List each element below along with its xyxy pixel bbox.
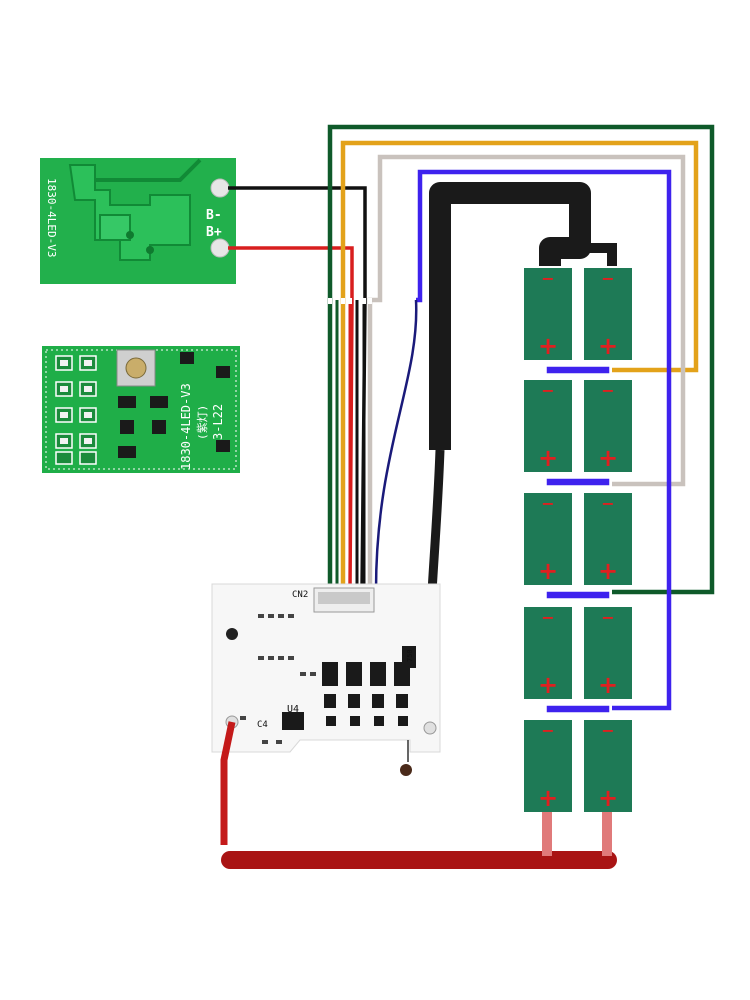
cell-plus-sign: +	[538, 332, 558, 360]
connector-label: CN2	[292, 590, 308, 600]
series-link-bar	[545, 365, 611, 375]
battery-cell: −+	[584, 380, 632, 472]
led-board-date-code: 3-L22	[211, 404, 225, 440]
cell-plus-sign: +	[598, 671, 618, 699]
cell-minus-sign: −	[601, 494, 614, 513]
cell-pink-links	[542, 806, 612, 856]
battery-cell: −+	[524, 720, 572, 812]
series-link-group	[545, 365, 611, 714]
thermistor	[400, 740, 412, 776]
cell-minus-sign: −	[541, 269, 554, 288]
blue-sense-wire	[416, 169, 672, 711]
bms-chip	[282, 712, 304, 730]
cell-minus-sign: −	[541, 608, 554, 627]
cell-plus-sign: +	[598, 557, 618, 585]
navy-sense-wire	[374, 299, 418, 591]
series-link-bar	[545, 477, 611, 487]
wire-bundle-near-connector	[328, 300, 372, 590]
cell-plus-sign: +	[538, 784, 558, 812]
bms-board: CN2 U4 C4 750	[211, 583, 441, 753]
cell-plus-sign: +	[538, 671, 558, 699]
battery-cell: −+	[524, 493, 572, 585]
cap-label: C4	[257, 720, 268, 730]
led-board-label: 1830-4LED-V3	[179, 383, 193, 470]
bms-mosfets	[322, 646, 416, 726]
chip-label: U4	[287, 704, 299, 715]
series-link-bar	[545, 590, 611, 600]
cell-minus-sign: −	[541, 381, 554, 400]
battery-cell: −+	[524, 607, 572, 699]
series-link-bar	[545, 704, 611, 714]
led-pcb-board: 1830-4LED-V3 (紫灯) 3-L22	[42, 346, 240, 473]
battery-cell: −+	[524, 380, 572, 472]
battery-positive-lead	[220, 721, 617, 869]
battery-cell: −+	[584, 720, 632, 812]
top-board-label: 1830-4LED-V3	[45, 178, 58, 257]
led-board-sublabel: (紫灯)	[196, 405, 209, 440]
battery-cell: −+	[584, 607, 632, 699]
push-button	[116, 349, 156, 387]
cell-minus-sign: −	[541, 494, 554, 513]
darkgreen-sense-wire	[327, 124, 715, 595]
top-pcb-board: 1830-4LED-V3 B- B+	[40, 158, 236, 284]
red-lead-wire	[228, 246, 354, 591]
cell-plus-sign: +	[598, 784, 618, 812]
cell-minus-sign: −	[601, 608, 614, 627]
cell-minus-sign: −	[601, 381, 614, 400]
cell-plus-sign: +	[598, 332, 618, 360]
sense-resistor-label: 750	[406, 649, 414, 662]
cell-minus-sign: −	[601, 721, 614, 740]
orange-sense-wire	[340, 140, 699, 590]
pad-b-plus-label: B+	[206, 225, 222, 240]
battery-cell: −+	[524, 268, 572, 360]
cell-plus-sign: +	[538, 444, 558, 472]
cell-minus-sign: −	[541, 721, 554, 740]
cell-minus-sign: −	[601, 269, 614, 288]
pad-b-minus-label: B-	[206, 208, 222, 223]
cell-plus-sign: +	[538, 557, 558, 585]
cell-plus-sign: +	[598, 444, 618, 472]
battery-cell-array: −+−+−+−+−+−+−+−+−+−+	[524, 268, 632, 812]
battery-cell: −+	[584, 268, 632, 360]
battery-cell: −+	[584, 493, 632, 585]
